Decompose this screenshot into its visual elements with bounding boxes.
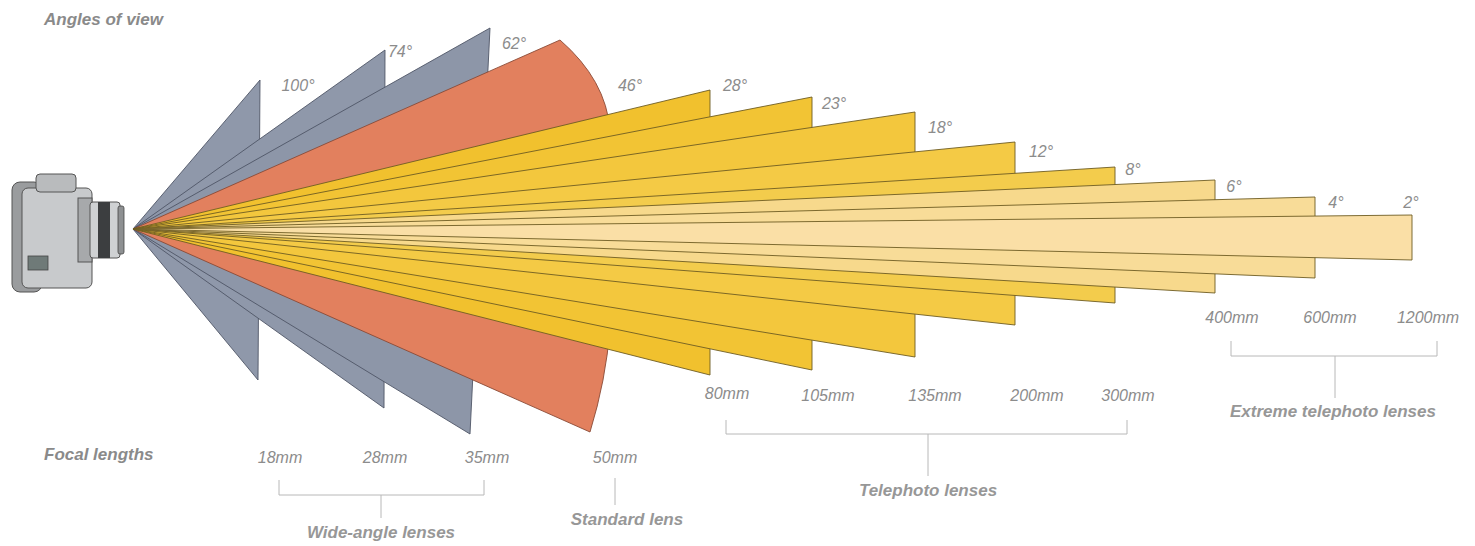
focal-length: 80mm xyxy=(705,385,749,403)
group-brackets xyxy=(279,341,1437,518)
lens-group: Telephoto lenses xyxy=(859,481,997,501)
lens-group: Extreme telephoto lenses xyxy=(1230,402,1436,422)
focal-length: 200mm xyxy=(1010,387,1063,405)
focal-length: 35mm xyxy=(465,449,509,467)
section-heading: Focal lengths xyxy=(44,445,154,465)
focal-length: 18mm xyxy=(258,449,302,467)
camera-screen xyxy=(28,256,48,270)
wedge-2 xyxy=(133,215,1412,260)
focal-length: 50mm xyxy=(593,449,637,467)
focal-length: 400mm xyxy=(1205,309,1258,327)
lens-group: Standard lens xyxy=(571,510,683,530)
angle-label: 28° xyxy=(723,77,747,95)
lens-group: Wide-angle lenses xyxy=(307,523,455,543)
angle-label: 46° xyxy=(618,77,642,95)
angle-label: 100° xyxy=(281,77,314,95)
extreme-telephoto-bracket xyxy=(1231,341,1437,398)
telephoto-bracket xyxy=(726,420,1127,476)
angle-label: 2° xyxy=(1403,194,1418,212)
view-wedges xyxy=(133,28,1412,434)
focal-length: 1200mm xyxy=(1397,309,1459,327)
angle-label: 74° xyxy=(388,43,412,61)
angle-label: 8° xyxy=(1125,161,1140,179)
camera-lens xyxy=(90,202,120,258)
camera-body xyxy=(22,188,92,288)
camera-prism xyxy=(36,174,76,192)
focal-length: 300mm xyxy=(1101,387,1154,405)
angle-label: 62° xyxy=(502,35,526,53)
angle-label: 6° xyxy=(1226,178,1241,196)
lens-front xyxy=(118,206,124,254)
angle-label: 23° xyxy=(822,95,846,113)
wide-angle-bracket xyxy=(279,480,484,518)
angle-label: 12° xyxy=(1029,143,1053,161)
focal-length: 600mm xyxy=(1303,309,1356,327)
lens-ring xyxy=(98,202,110,258)
focal-length: 105mm xyxy=(801,387,854,405)
angle-label: 4° xyxy=(1328,194,1343,212)
focal-length: 135mm xyxy=(908,387,961,405)
camera xyxy=(12,174,124,292)
focal-length: 28mm xyxy=(363,449,407,467)
section-heading: Angles of view xyxy=(44,10,163,30)
standard-bracket xyxy=(615,478,616,505)
angle-label: 18° xyxy=(928,119,952,137)
